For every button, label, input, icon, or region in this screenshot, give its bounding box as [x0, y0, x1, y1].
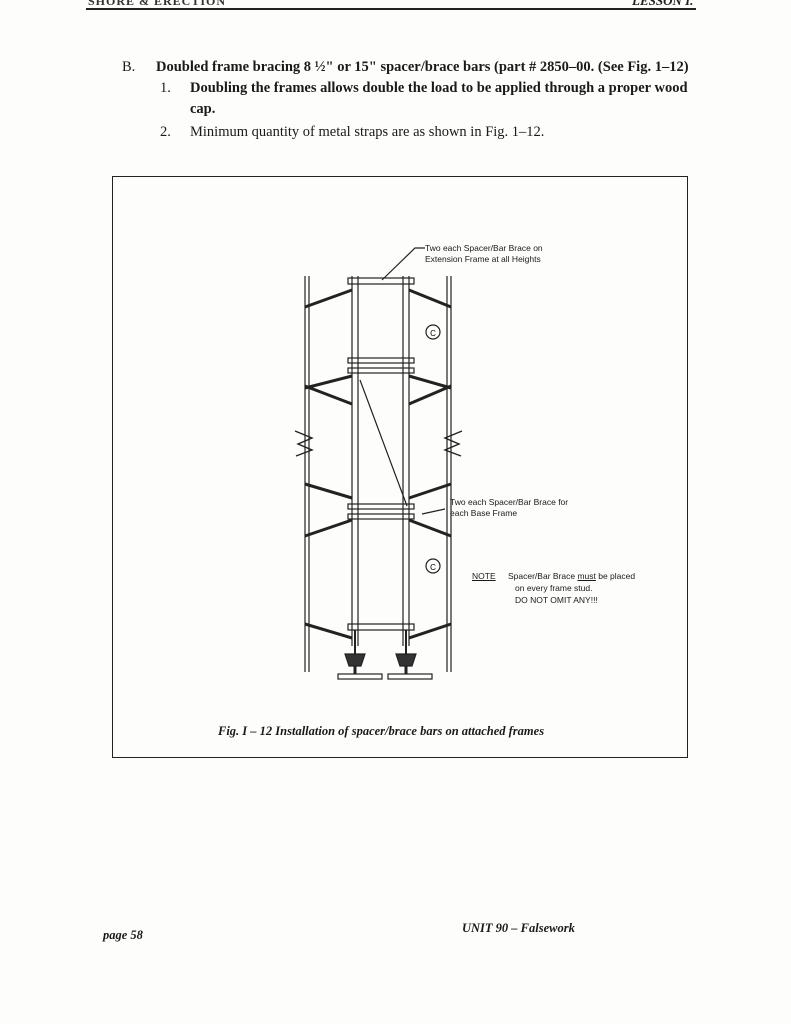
break-symbol-right — [443, 430, 463, 457]
figure-frame — [112, 176, 688, 758]
header-rule — [86, 8, 696, 10]
page-number: page 58 — [103, 928, 143, 942]
spacer-bar-bottom — [347, 623, 415, 631]
list-item-2-marker: 2. — [160, 124, 171, 140]
unit-footer: UNIT 90 – Falsework — [462, 921, 575, 935]
callout-top-line2: Extension Frame at all Heights — [425, 254, 541, 264]
break-symbol-left — [294, 430, 314, 457]
cross-brace-left-1 — [304, 288, 353, 309]
strap-marker-upper — [425, 324, 441, 340]
note-line1-pre: Spacer/Bar Brace — [508, 571, 578, 581]
callout-top-line1: Two each Spacer/Bar Brace on — [425, 243, 543, 253]
strap-marker-label-upper: C — [430, 329, 436, 338]
figure-caption: Fig. I – 12 Installation of spacer/brace… — [218, 724, 545, 738]
section-b-heading: Doubled frame bracing 8 ½" or 15" spacer… — [156, 59, 689, 75]
base-plate-right — [387, 673, 433, 680]
list-item-1-continuation: cap. — [190, 101, 216, 117]
callout-mid-line1: Two each Spacer/Bar Brace for — [450, 497, 569, 507]
spacer-bar-top — [347, 277, 415, 285]
note-label: NOTE — [472, 571, 496, 581]
cross-brace-right-1 — [408, 288, 452, 309]
strap-marker-label-lower: C — [430, 563, 436, 572]
leader-line-mid — [421, 508, 446, 515]
note-line1-must: must — [577, 571, 596, 581]
shoring-frame-diagram: C C — [294, 247, 463, 680]
note-line1-post: be placed — [595, 571, 636, 581]
leader-line-top — [381, 247, 425, 281]
spacer-bar-middle — [347, 503, 415, 510]
note-line2: on every frame stud. — [515, 583, 593, 593]
list-item-1-text: Doubling the frames allows double the lo… — [190, 80, 688, 96]
list-item-2-text: Minimum quantity of metal straps are as … — [190, 124, 545, 140]
note-line1: Spacer/Bar Brace must be placed — [508, 571, 635, 581]
section-b-marker: B. — [122, 59, 136, 75]
callout-mid-line2: each Base Frame — [450, 508, 518, 518]
base-plate-left — [337, 673, 383, 680]
spacer-bar-upper — [347, 357, 415, 364]
running-header-left: SHORE & ERECTION — [88, 0, 227, 8]
strap-marker-lower — [425, 558, 441, 574]
running-header-right: LESSON I. — [632, 0, 694, 8]
list-item-1-marker: 1. — [160, 80, 171, 96]
note-line3: DO NOT OMIT ANY!!! — [515, 595, 598, 605]
